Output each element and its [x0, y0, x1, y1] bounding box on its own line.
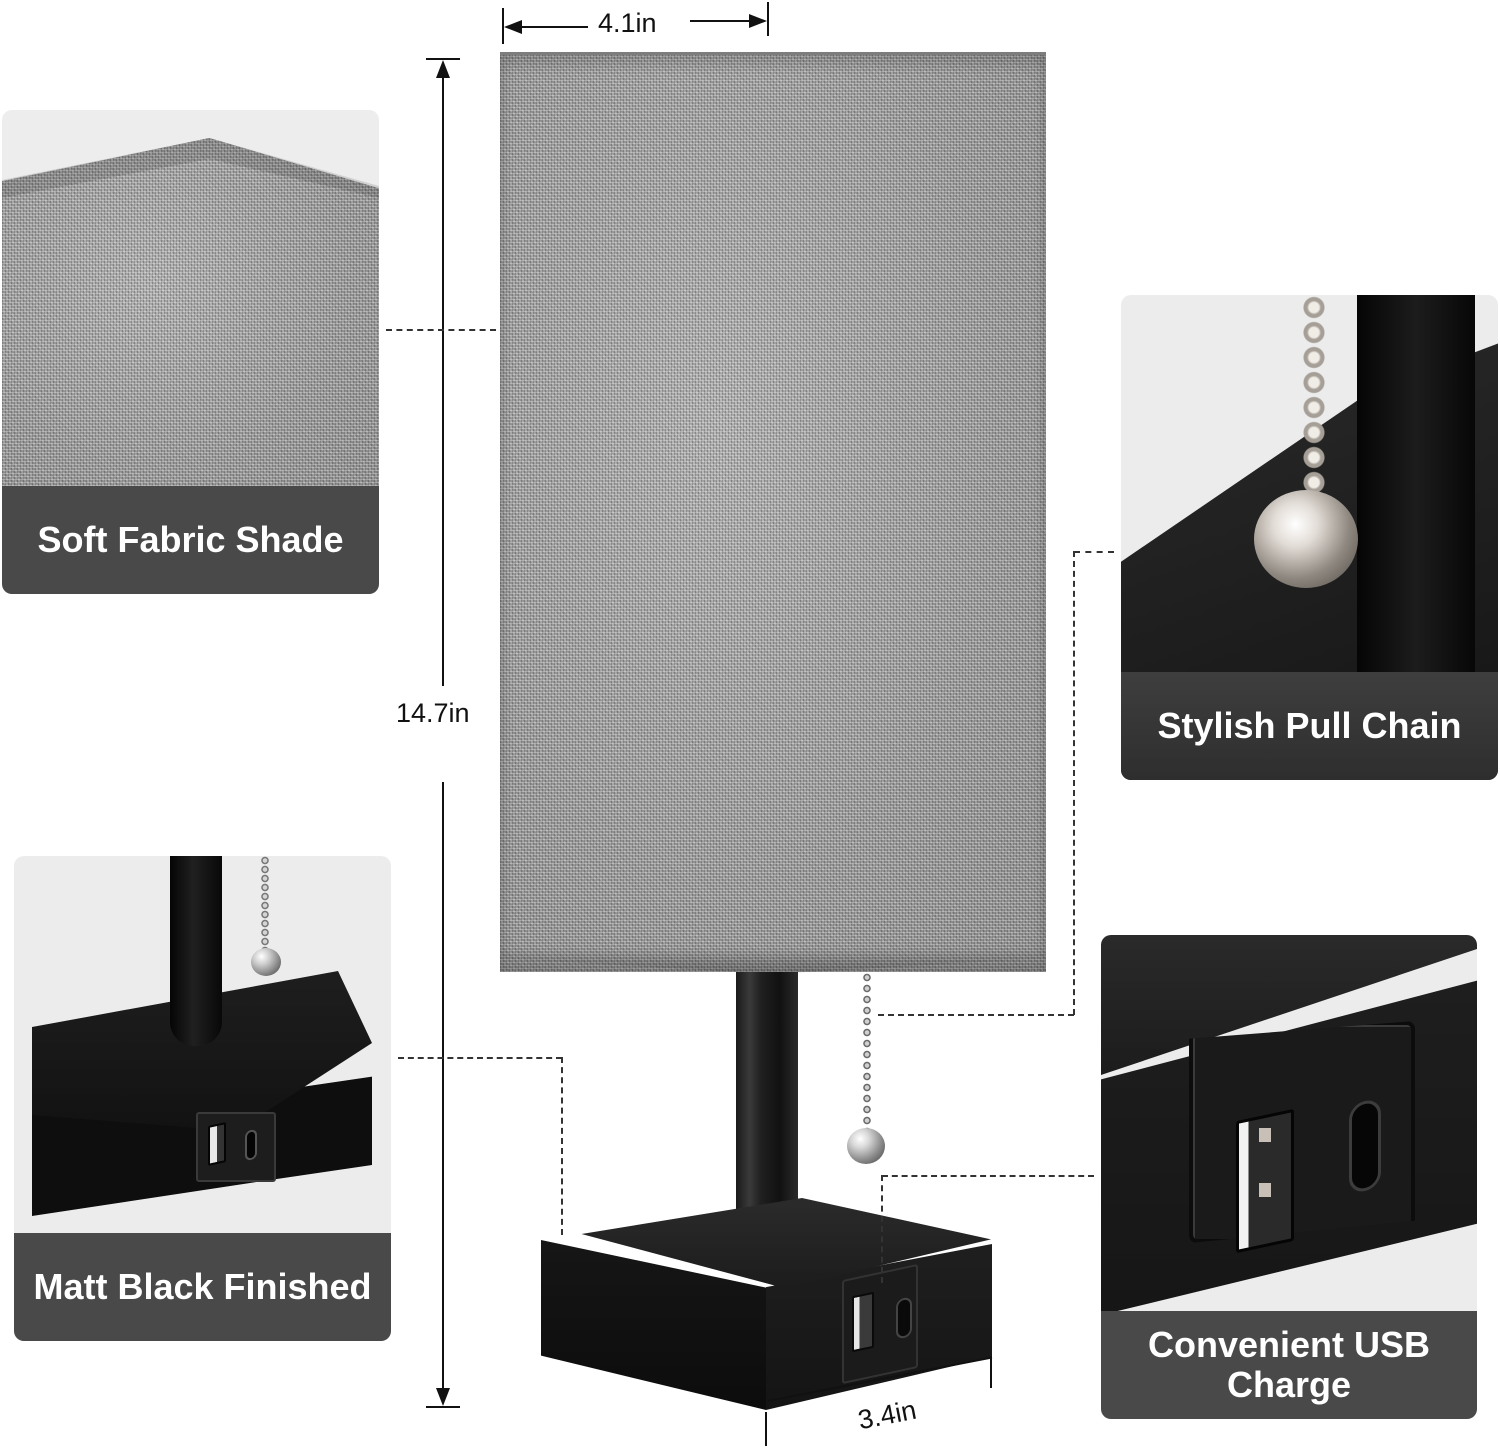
leader-line-chain-top [1074, 551, 1114, 553]
feature-panel-pull-chain: Stylish Pull Chain [1121, 295, 1498, 780]
feature-panel-usb: Convenient USB Charge [1101, 935, 1477, 1419]
usb-port-plate [1189, 1021, 1415, 1243]
arrow-up-icon [436, 60, 450, 78]
usb-a-port-icon [208, 1122, 226, 1166]
usb-c-port-icon [896, 1296, 912, 1340]
usb-a-pin [1259, 1183, 1271, 1197]
leader-line-usb-vertical [881, 1175, 883, 1283]
lamp-pole [170, 856, 222, 1046]
leader-line-chain-vertical [1073, 551, 1075, 1015]
pull-chain-ball [847, 1128, 885, 1164]
usb-a-pin [1259, 1128, 1271, 1142]
width-dim-line-left [520, 26, 588, 28]
base-width-label: 3.4in [855, 1394, 919, 1436]
lamp-shade [500, 52, 1046, 972]
leader-line-finish-top [398, 1057, 562, 1059]
base-dim-tick-left [765, 1412, 767, 1446]
height-label: 14.7in [396, 698, 470, 728]
shade-width-label: 4.1in [598, 8, 657, 38]
arrow-down-icon [436, 1388, 450, 1406]
height-dim-tick-top [426, 58, 460, 60]
usb-c-port-icon [245, 1128, 257, 1162]
leader-line-usb-top [882, 1175, 1094, 1177]
feature-caption: Convenient USB Charge [1101, 1311, 1477, 1419]
arrow-right-icon [749, 14, 767, 28]
pull-chain-icon [261, 856, 269, 951]
arrow-left-icon [504, 20, 522, 34]
width-dim-tick-left [502, 8, 504, 44]
pull-chain-icon [1301, 295, 1327, 495]
pull-chain-ball-icon [1254, 490, 1358, 588]
leader-line-finish-vertical [561, 1057, 563, 1235]
leader-line-fabric [386, 329, 496, 331]
pull-chain [862, 972, 872, 1132]
usb-port-plate [196, 1112, 276, 1182]
width-dim-line-right [690, 20, 750, 22]
feature-panel-finish: Matt Black Finished [14, 856, 391, 1341]
height-dim-tick-bottom [426, 1406, 460, 1408]
lamp-pole [1357, 295, 1475, 675]
feature-caption: Soft Fabric Shade [2, 486, 379, 594]
fabric-texture-icon [2, 138, 379, 498]
usb-c-port-icon [1349, 1097, 1381, 1195]
feature-caption: Matt Black Finished [14, 1233, 391, 1341]
height-dim-line-bottom [442, 782, 444, 1390]
height-dim-line-top [442, 78, 444, 686]
width-dim-tick-right [767, 2, 769, 36]
feature-panel-fabric: Soft Fabric Shade [2, 110, 379, 594]
base-dim-tick-right [990, 1356, 992, 1388]
leader-line-chain-bottom [878, 1014, 1074, 1016]
feature-caption: Stylish Pull Chain [1121, 672, 1498, 780]
usb-a-port-icon [852, 1291, 874, 1353]
pull-chain-ball-icon [251, 948, 281, 976]
